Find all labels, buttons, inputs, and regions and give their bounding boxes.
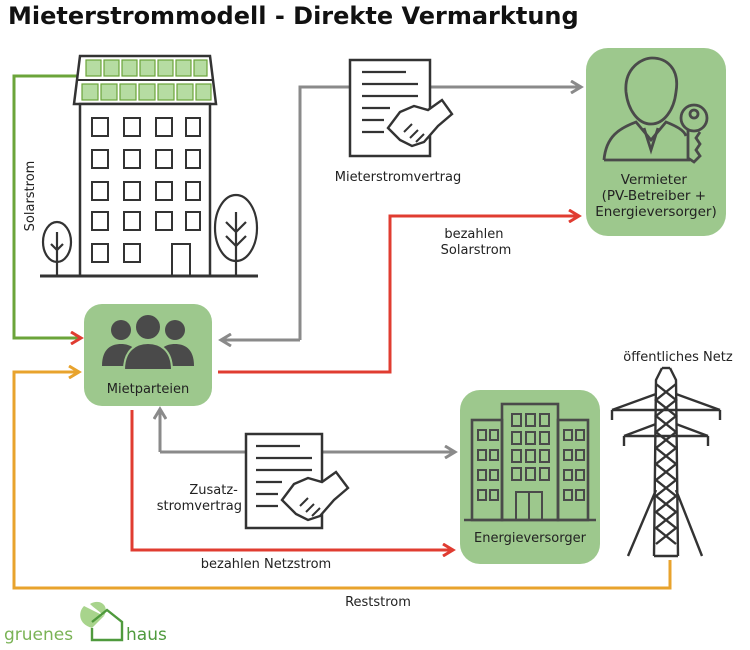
page-title: Mieterstrommodell - Direkte Vermarktung [8, 2, 579, 30]
logo-text-gruenes: gruenes [4, 625, 73, 645]
bezahlen-solarstrom-label: bezahlen Solarstrom [441, 227, 512, 258]
solarstrom-label: Solarstrom [23, 161, 38, 232]
office-building-icon [464, 402, 596, 522]
mietparteien-label: Mietparteien [107, 382, 189, 397]
contract-handshake-icon [244, 432, 350, 530]
vermieter-node [586, 48, 726, 236]
house-with-solar-panels [40, 54, 258, 278]
reststrom-arrow [12, 372, 672, 590]
reststrom-label: Reststrom [345, 595, 411, 610]
power-pylon-icon [610, 366, 722, 558]
mieterstromvertrag-label: Mieterstromvertrag [335, 170, 462, 185]
bezahlen-netzstrom-arrow [130, 410, 452, 550]
energieversorger-label: Energieversorger [474, 531, 587, 546]
landlord-key-icon [602, 56, 709, 164]
people-group-icon [102, 313, 194, 371]
logo-text-haus: haus [126, 625, 167, 645]
tree-icon [41, 220, 73, 276]
solarstrom-arrow [12, 74, 80, 338]
contract-handshake-icon [348, 58, 454, 158]
bezahlen-netzstrom-label: bezahlen Netzstrom [201, 557, 331, 572]
mieterstromvertrag-arrow-to-vermieter [298, 87, 580, 340]
bezahlen-solarstrom-arrow [218, 216, 578, 374]
vermieter-label: Vermieter (PV-Betreiber + Energieversorg… [595, 172, 716, 220]
logo-house-icon [80, 601, 124, 642]
zusatzstromvertrag-label: Zusatz- stromvertrag [157, 483, 242, 514]
netz-label: öffentliches Netz [623, 350, 733, 365]
tree-icon [213, 193, 259, 276]
